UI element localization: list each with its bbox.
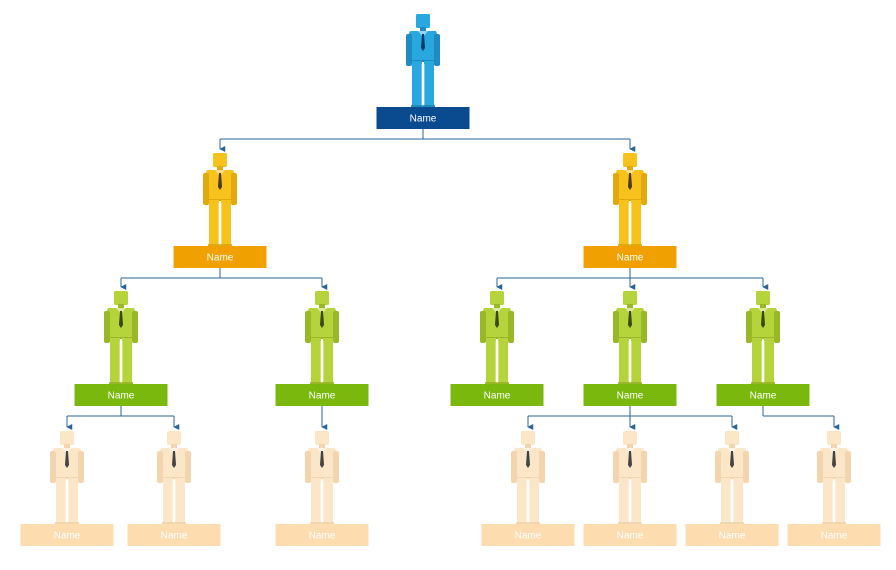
name-box[interactable] <box>716 384 810 406</box>
person-icon <box>157 431 191 526</box>
org-node[interactable]: Name <box>583 291 677 406</box>
name-box[interactable] <box>685 524 779 546</box>
name-label: Name <box>821 531 848 542</box>
person-icon <box>715 431 749 526</box>
name-label: Name <box>309 531 336 542</box>
org-node[interactable]: Name <box>450 291 544 406</box>
name-label: Name <box>108 391 135 402</box>
name-box[interactable] <box>275 524 369 546</box>
person-icon <box>613 291 647 386</box>
name-box[interactable] <box>275 384 369 406</box>
person-icon <box>104 291 138 386</box>
name-label: Name <box>617 531 644 542</box>
person-icon <box>511 431 545 526</box>
name-label: Name <box>719 531 746 542</box>
person-icon <box>613 153 647 248</box>
name-label: Name <box>410 114 437 125</box>
org-node[interactable]: Name <box>173 153 267 268</box>
person-icon <box>305 291 339 386</box>
person-icon <box>305 431 339 526</box>
name-label: Name <box>54 531 81 542</box>
name-label: Name <box>484 391 511 402</box>
name-box[interactable] <box>376 107 470 129</box>
org-node[interactable]: Name <box>481 431 575 546</box>
name-box[interactable] <box>583 246 677 268</box>
name-box[interactable] <box>450 384 544 406</box>
org-node[interactable]: Name <box>376 14 470 129</box>
name-box[interactable] <box>20 524 114 546</box>
name-label: Name <box>207 253 234 264</box>
org-node[interactable]: Name <box>583 153 677 268</box>
org-node[interactable]: Name <box>127 431 221 546</box>
org-node[interactable]: Name <box>20 431 114 546</box>
person-icon <box>613 431 647 526</box>
org-node[interactable]: Name <box>275 291 369 406</box>
name-label: Name <box>309 391 336 402</box>
connector-layer <box>66 129 840 430</box>
name-box[interactable] <box>787 524 881 546</box>
name-label: Name <box>750 391 777 402</box>
org-node[interactable]: Name <box>74 291 168 406</box>
person-icon <box>746 291 780 386</box>
person-icon <box>50 431 84 526</box>
org-node[interactable]: Name <box>716 291 810 406</box>
name-label: Name <box>515 531 542 542</box>
name-box[interactable] <box>74 384 168 406</box>
org-node[interactable]: Name <box>583 431 677 546</box>
name-box[interactable] <box>127 524 221 546</box>
name-box[interactable] <box>173 246 267 268</box>
org-node[interactable]: Name <box>685 431 779 546</box>
name-label: Name <box>161 531 188 542</box>
name-box[interactable] <box>583 384 677 406</box>
person-icon <box>480 291 514 386</box>
person-icon <box>817 431 851 526</box>
org-node[interactable]: Name <box>787 431 881 546</box>
person-icon <box>406 14 440 109</box>
org-node[interactable]: Name <box>275 431 369 546</box>
name-box[interactable] <box>583 524 677 546</box>
name-label: Name <box>617 391 644 402</box>
name-label: Name <box>617 253 644 264</box>
name-box[interactable] <box>481 524 575 546</box>
person-icon <box>203 153 237 248</box>
